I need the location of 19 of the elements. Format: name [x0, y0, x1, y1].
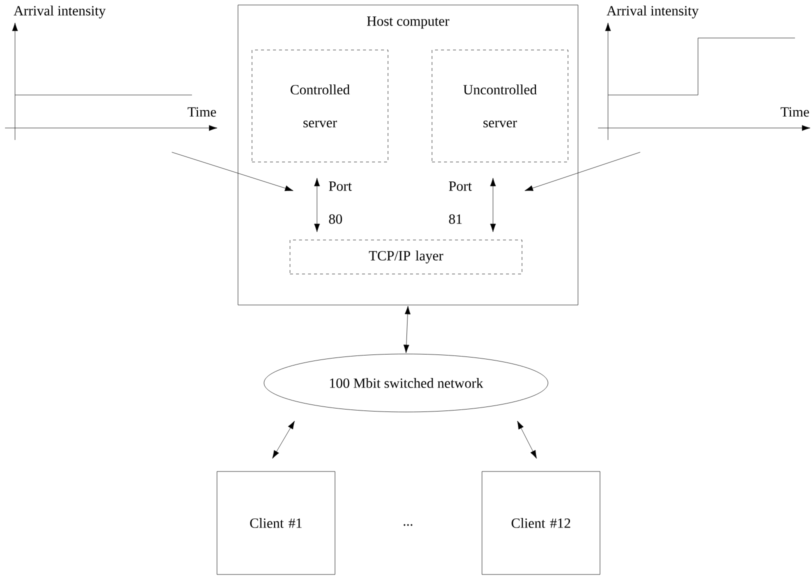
arrow [172, 152, 294, 192]
axis-title: Time [188, 107, 216, 117]
client-box: Client #12 [482, 471, 600, 575]
axis-title: Arrival intensity [606, 6, 699, 18]
port-label: Port 80 [328, 182, 352, 224]
ellipsis-label: ... [404, 524, 412, 526]
port-label: Port 81 [448, 182, 472, 224]
dashed-box: TCP/IP layer [290, 240, 522, 274]
dashed-box: Uncontrolled server [432, 50, 568, 162]
arrow [490, 178, 496, 232]
axis-title: Arrival intensity [14, 6, 106, 18]
arrow [272, 420, 295, 459]
client-box: Client #1 [216, 471, 336, 575]
arrow [524, 152, 640, 191]
arrow [517, 420, 537, 459]
arrow [404, 306, 410, 354]
dashed-box: Controlled server [252, 50, 388, 162]
arrow [314, 178, 320, 232]
axis-title: Time [780, 107, 809, 117]
